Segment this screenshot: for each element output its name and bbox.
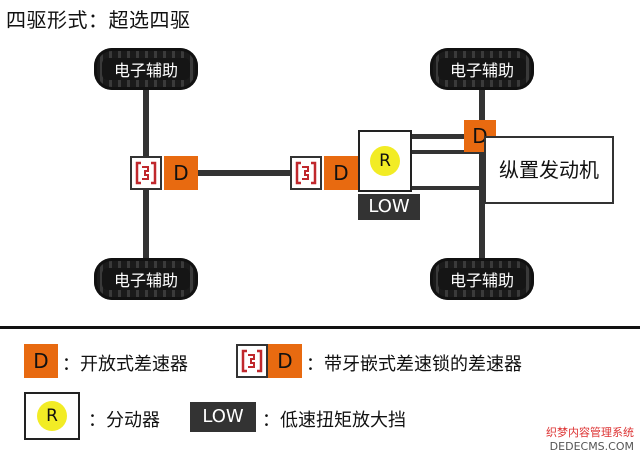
- wheel-label: 电子辅助: [113, 271, 178, 290]
- legend-low-icon: LOW: [190, 402, 256, 432]
- page-title: 四驱形式：超选四驱: [6, 8, 191, 32]
- legend-open-diff-icon: D: [24, 344, 58, 378]
- low-range-badge: LOW: [358, 194, 420, 220]
- rear-left-wheel: 电子辅助: [430, 48, 534, 90]
- wheel-label: 电子辅助: [113, 61, 178, 80]
- transfer-case-badge: R: [370, 146, 400, 176]
- rear-driveshaft-mid: [412, 150, 484, 154]
- rear-axle: [479, 90, 485, 266]
- legend-low-label: ：低速扭矩放大挡: [262, 410, 406, 431]
- legend-transfer-box: R: [24, 392, 80, 440]
- rear-right-wheel: 电子辅助: [430, 258, 534, 300]
- front-left-wheel: 电子辅助: [94, 48, 198, 90]
- longitudinal-engine: 纵置发动机: [484, 136, 614, 204]
- front-open-diff: D: [164, 156, 198, 190]
- wheel-label: 电子辅助: [449, 271, 514, 290]
- legend-transfer-label: ：分动器: [88, 410, 160, 431]
- front-right-wheel: 电子辅助: [94, 258, 198, 300]
- engine-link: [412, 186, 484, 190]
- legend-transfer-icon: R: [37, 401, 67, 431]
- center-diff: D: [324, 156, 358, 190]
- legend-locking-diff-label: ：带牙嵌式差速锁的差速器: [306, 354, 522, 375]
- transfer-case: R: [358, 130, 412, 192]
- legend-divider: [0, 326, 640, 329]
- watermark-line2: DEDECMS.COM: [549, 440, 634, 453]
- front-driveshaft: [198, 170, 290, 176]
- legend-lock-icon: [236, 344, 268, 378]
- legend-lock-diff-icon: D: [268, 344, 302, 378]
- wheel-label: 电子辅助: [449, 61, 514, 80]
- watermark-line1: 织梦内容管理系统: [546, 426, 634, 439]
- front-diff-lock-icon: [130, 156, 162, 190]
- legend-open-diff-label: ：开放式差速器: [62, 354, 188, 375]
- rear-driveshaft-top: [412, 134, 470, 139]
- center-diff-lock-icon: [290, 156, 322, 190]
